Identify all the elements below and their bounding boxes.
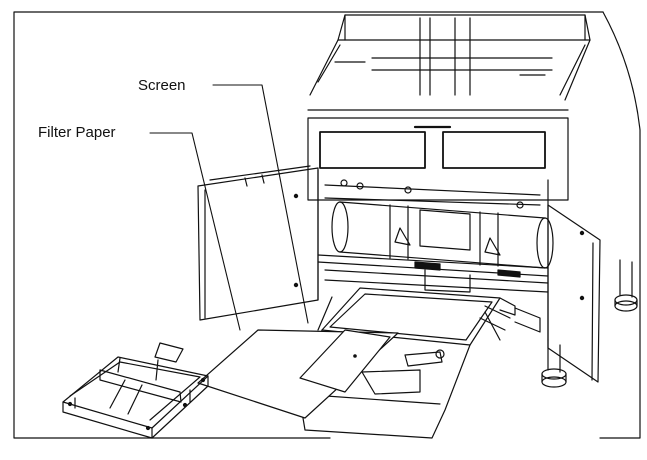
figure-border: [13, 11, 604, 439]
filter-paper-label: Filter Paper: [38, 124, 116, 141]
detail-curve: [599, 11, 641, 439]
screen-leader-line: [212, 84, 309, 324]
filter-paper-leader-line: [149, 132, 241, 331]
left-door: [197, 165, 319, 321]
filter-pan: [299, 287, 541, 439]
fryer-front-panel: [307, 109, 569, 201]
right-door: [547, 204, 601, 383]
fryer-top: [309, 14, 591, 101]
fryer-legs: [541, 259, 638, 388]
screen-label: Screen: [138, 77, 186, 94]
hold-down-frame: [62, 342, 209, 439]
screen-sheet: [299, 329, 391, 393]
oil-pipe: [331, 201, 554, 293]
